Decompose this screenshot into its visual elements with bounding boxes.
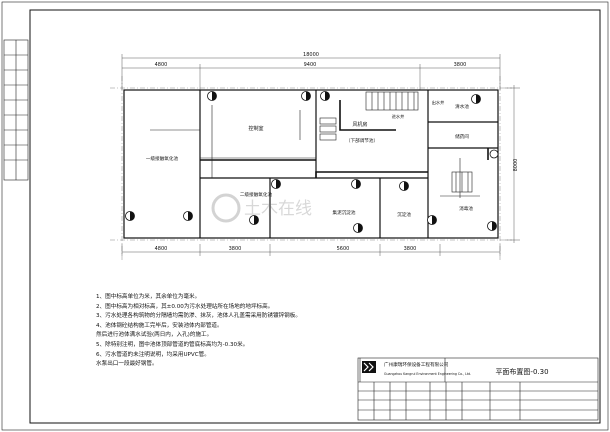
note-4: 4、池体钢砼结构施工完毕后，安装池体内部管道。 [96,322,223,329]
revision-table [3,39,29,181]
notes: 1、图中标高单位为米，其余单位为毫米。 2、图中标高为相对标高，其±0.00为污… [96,293,396,370]
dim-top-mid: 9400 [304,62,317,68]
inner-frame [29,9,601,424]
label-fan-room-sub: （下部调节池） [346,137,378,144]
watermark-text: 土木在线 [244,199,312,219]
label-storage: 储药间 [455,133,469,140]
label-secondary-contact: 二级接触氧化池 [240,191,273,198]
label-clear-well: 清水池 [455,103,469,110]
note-8: 水泵出口一段最好钢管。 [96,361,158,368]
pipework [150,100,489,198]
note-1: 1、图中标高单位为米，其余单位为毫米。 [96,294,201,300]
room-labels: 控制室 风机房 （下部调节池） 一级接触氧化池 二级接触氧化池 集泥沉淀池 沉淀… [146,99,473,218]
label-inlet-well: 进水井 [392,113,405,120]
dim-bottom-right: 3800 [404,246,417,252]
note-2: 2、图中标高为相对标高，其±0.00为污水处理站所在场地的地坪标高。 [96,303,274,310]
company-name-cn: 广州康瑞环保设备工程有限公司 [384,361,449,368]
note-6: 5、除特别注明，图中池体顶部管道的管底标高均为-0.30米。 [96,341,249,348]
plan-walls [123,89,499,239]
dim-top-right: 3800 [454,62,467,68]
label-secondary-settling: 沉淀池 [397,211,411,218]
stair [365,91,419,111]
label-control-room: 控制室 [248,125,263,132]
note-7: 6、污水管道的未注明说明，均采用UPVC管。 [96,351,210,358]
dim-bottom-mid2: 5600 [337,246,350,252]
company-name-en: Guangzhou Kangrui Environment Engineerin… [384,372,471,376]
dim-top-left: 4800 [155,62,168,68]
watermark: 土木在线 [211,193,312,223]
axis-lines [110,76,512,260]
label-primary-contact: 一级接触氧化池 [146,155,179,162]
top-dimensions: 18000 4800 9400 3800 [121,52,501,90]
dim-total: 18000 [303,52,319,58]
label-sludge-tank: 集泥沉淀池 [333,209,356,216]
note-3: 3、污水处理各构筑物的分隔墙均需防渗、抹灰，池体人孔盖需采用防锈镀锌钢板。 [96,313,301,320]
company-logo [362,361,376,373]
dim-bottom-mid1: 3800 [229,246,242,252]
label-fan-room: 风机房 [352,121,367,128]
dim-bottom-left: 4800 [155,246,168,252]
equipment [125,91,499,233]
title-block [357,357,599,421]
drawing-title: 平面布置图-0.30 [495,367,548,376]
label-disinfection: 消毒池 [459,205,473,212]
dim-height: 8000 [513,159,519,172]
right-dimensions: 8000 [505,85,520,243]
note-5: 然后进行池体满水试验(两日内，入孔)的施工。 [96,332,213,339]
bottom-dimensions: 4800 3800 5600 3800 [121,244,501,256]
label-outlet-well: 出水井 [432,99,445,106]
